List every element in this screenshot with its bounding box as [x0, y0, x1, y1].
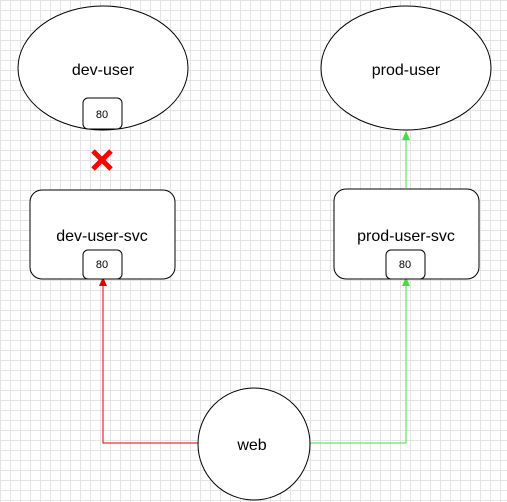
dev-user-port-label: 80 [96, 109, 108, 121]
connector-web-to-dev-user-svc [99, 277, 200, 444]
dev-user-label: dev-user [72, 62, 135, 79]
connector-web-to-prod-user-svc [310, 277, 410, 444]
prod-user-svc-label: prod-user-svc [357, 228, 455, 245]
red-x-icon [91, 149, 113, 171]
dev-user-svc-label: dev-user-svc [56, 228, 148, 245]
dev-user-svc-port-badge: 80 [82, 249, 123, 280]
dev-user-svc-node[interactable]: dev-user-svc 80 [29, 189, 176, 280]
dev-user-svc-port-label: 80 [96, 259, 108, 271]
prod-user-label: prod-user [372, 62, 441, 79]
prod-user-svc-node[interactable]: prod-user-svc 80 [333, 188, 480, 280]
prod-user-pod[interactable]: prod-user [320, 5, 492, 131]
dev-user-port-badge: 80 [82, 97, 123, 130]
prod-user-svc-port-label: 80 [399, 259, 411, 271]
prod-user-svc-port-badge: 80 [385, 249, 426, 280]
web-node[interactable]: web [197, 387, 311, 501]
dev-user-pod[interactable]: dev-user 80 [17, 5, 189, 131]
web-label: web [236, 437, 266, 454]
